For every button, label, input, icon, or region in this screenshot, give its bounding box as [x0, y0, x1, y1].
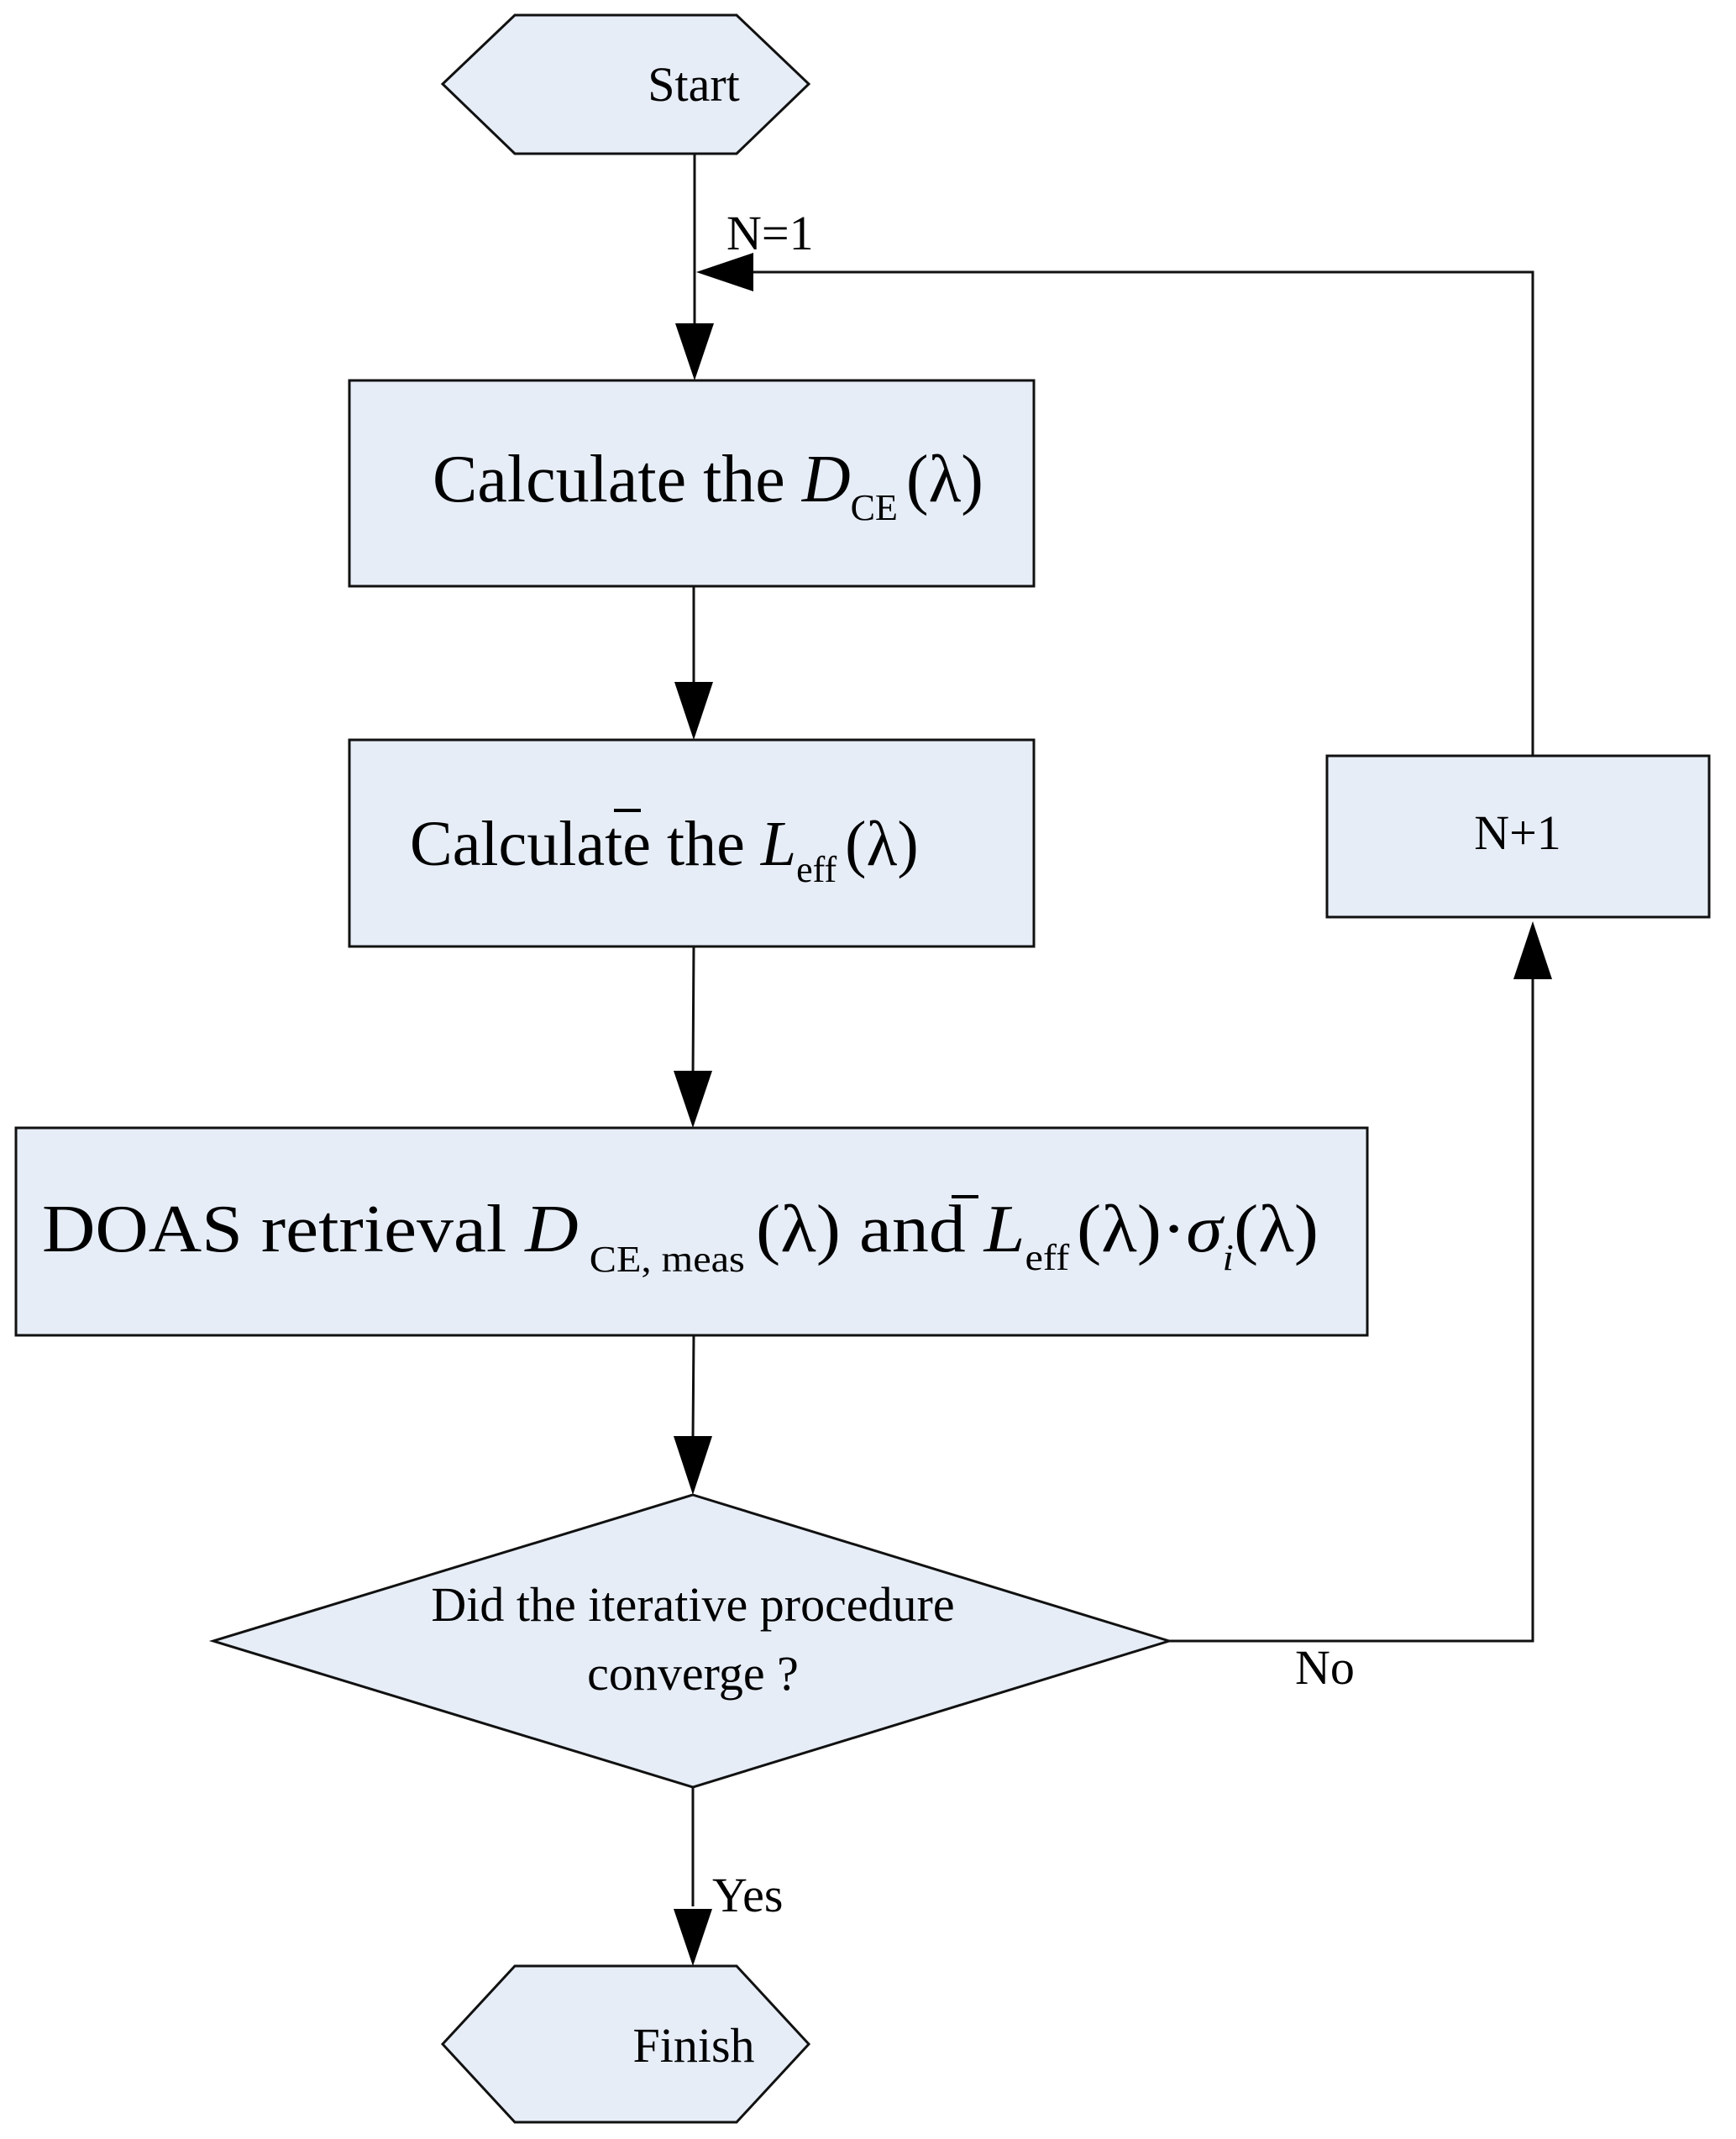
- increment-node: N+1: [1325, 754, 1711, 919]
- arrowhead-down-decision: [674, 1436, 712, 1495]
- arrowhead-up-increment: [1513, 921, 1552, 979]
- doas-dot: ·: [1162, 1193, 1186, 1266]
- calc-dce-box: [348, 379, 1036, 588]
- edge-label-n-equals-1: N=1: [726, 206, 814, 260]
- arrowhead-down-doas: [674, 1071, 712, 1128]
- arrowhead-down-calc-dce: [675, 323, 714, 380]
- doas-symbol-d: D: [524, 1193, 578, 1266]
- calc-dce-subscript: CE: [851, 487, 898, 528]
- edge-increment-to-calc-dce: [753, 270, 1534, 774]
- doas-connector: and: [841, 1193, 984, 1266]
- calc-leff-suffix: (λ): [845, 809, 918, 879]
- calc-leff-node: Calculate the Leff(λ): [348, 738, 1036, 948]
- decision-label-line1: Did the iterative procedure: [431, 1577, 954, 1632]
- decision-label-line2: converge ?: [587, 1646, 799, 1701]
- calc-leff-prefix: Calculate the: [410, 809, 761, 879]
- doas-subscript-eff: eff: [1025, 1237, 1070, 1278]
- start-node: Start: [440, 13, 811, 155]
- start-label: Start: [648, 57, 740, 112]
- doas-prefix: DOAS retrieval: [42, 1193, 525, 1266]
- calc-dce-node: Calculate the DCE(λ): [348, 379, 1036, 588]
- decision-diamond: [208, 1493, 1174, 1789]
- edge-label-no: No: [1295, 1640, 1355, 1695]
- doas-subscript-i: i: [1223, 1237, 1234, 1278]
- calc-dce-prefix: Calculate the: [433, 443, 802, 516]
- arrowhead-down-calc-leff: [674, 682, 713, 740]
- calc-leff-label: Calculate the Leff(λ): [410, 809, 919, 890]
- doas-box: [14, 1126, 1369, 1337]
- doas-symbol-l: L: [983, 1193, 1025, 1266]
- start-hexagon: [440, 13, 811, 155]
- decision-node: Did the iterative procedure converge ?: [208, 1493, 1174, 1789]
- edge-doas-to-decision: [691, 1334, 695, 1441]
- doas-suffix-2: (λ): [1077, 1193, 1162, 1266]
- edge-label-yes: Yes: [712, 1868, 783, 1922]
- doas-suffix-1: (λ): [756, 1193, 841, 1266]
- finish-label: Finish: [632, 2018, 754, 2073]
- edge-decision-to-increment: [1169, 979, 1534, 1643]
- calc-leff-symbol: L: [760, 809, 796, 879]
- doas-suffix-3: (λ): [1234, 1193, 1319, 1266]
- doas-subscript-ce-meas: CE, meas: [590, 1239, 745, 1280]
- arrowhead-down-finish: [674, 1909, 712, 1966]
- finish-node: Finish: [440, 1964, 811, 2124]
- edge-calc-leff-to-doas: [691, 946, 695, 1080]
- increment-label: N+1: [1474, 805, 1561, 860]
- increment-box: [1325, 754, 1711, 919]
- calc-dce-suffix: (λ): [906, 443, 983, 516]
- finish-hexagon: [440, 1964, 811, 2124]
- doas-symbol-sigma: σ: [1186, 1193, 1225, 1266]
- calc-leff-box: [348, 738, 1036, 948]
- calc-dce-symbol: D: [801, 443, 851, 516]
- calc-leff-subscript: eff: [796, 849, 837, 890]
- calc-dce-label: Calculate the DCE(λ): [433, 443, 983, 528]
- arrowhead-left-loop: [696, 253, 753, 291]
